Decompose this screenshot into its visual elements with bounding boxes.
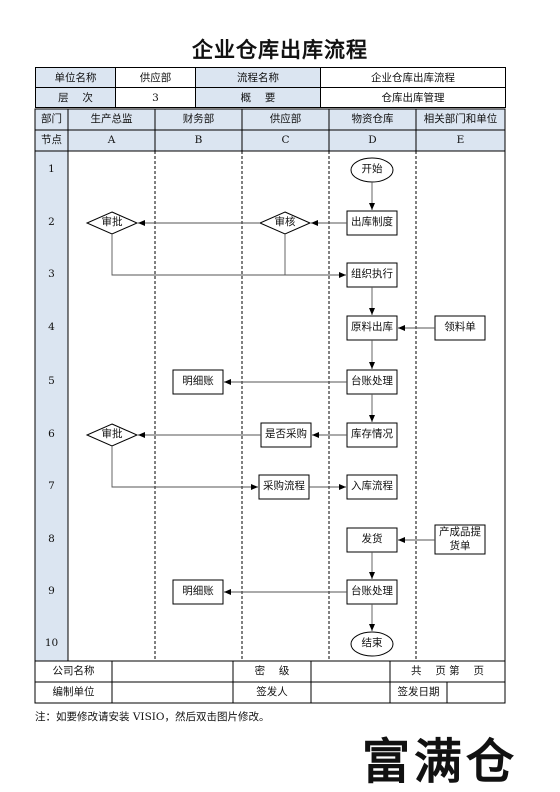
approve-label-a2: 审批 bbox=[101, 216, 123, 229]
stock-check-box bbox=[346, 422, 398, 448]
requisition-box bbox=[434, 315, 486, 341]
brand-watermark: 富满仓 bbox=[362, 734, 519, 790]
product-order-label: 产成品提货单 bbox=[439, 526, 481, 552]
lane-dept-b: 财务部 bbox=[182, 112, 215, 125]
end-node bbox=[350, 631, 394, 657]
lane-dept-d: 物资仓库 bbox=[351, 112, 394, 125]
end-label: 结束 bbox=[361, 637, 383, 650]
overview-label: 概 要 bbox=[195, 87, 321, 108]
lane-code-a: A bbox=[107, 133, 116, 146]
product-order-box bbox=[434, 524, 486, 555]
lane-code-d: D bbox=[368, 133, 377, 146]
detail-box-2 bbox=[172, 579, 224, 605]
secret-label: 密 级 bbox=[254, 664, 290, 677]
lane-dept-e: 相关部门和单位 bbox=[423, 112, 498, 125]
ledger-box-1 bbox=[346, 369, 398, 395]
lane-dept-a: 生产总监 bbox=[90, 112, 133, 125]
row-number: 8 bbox=[48, 533, 55, 546]
company-label: 公司名称 bbox=[52, 664, 95, 677]
purchase-flow-box bbox=[258, 474, 310, 500]
row-number: 1 bbox=[48, 163, 55, 176]
ledger-label-1: 台账处理 bbox=[351, 375, 393, 388]
row-number: 6 bbox=[48, 428, 55, 441]
page-label: 共 页 第 页 bbox=[410, 664, 484, 677]
edit-note: 注：如要修改请安装 VISIO，然后双击图片修改。 bbox=[35, 711, 270, 723]
detail-label-2: 明细账 bbox=[182, 585, 214, 598]
need-purchase-box bbox=[260, 422, 312, 448]
info-table: 单位名称 供应部 流程名称 企业仓库出库流程 层 次 3 概 要 仓库出库管理 bbox=[35, 67, 506, 108]
editor-label: 编制单位 bbox=[52, 685, 95, 698]
detail-box-1 bbox=[172, 369, 224, 395]
material-out-label: 原料出库 bbox=[351, 321, 393, 334]
start-label: 开始 bbox=[361, 163, 383, 176]
need-purchase-label: 是否采购 bbox=[265, 428, 307, 441]
arrow-approve-purchaseflow bbox=[111, 446, 258, 490]
ledger-label-2: 台账处理 bbox=[351, 585, 393, 598]
row-number: 7 bbox=[48, 480, 55, 493]
row-number: 2 bbox=[48, 216, 55, 229]
level-label: 层 次 bbox=[35, 87, 116, 108]
inbound-flow-label: 入库流程 bbox=[351, 480, 393, 493]
approve-label-a6: 审批 bbox=[101, 428, 123, 441]
lane-code-c: C bbox=[281, 133, 290, 146]
issue-date-label: 签发日期 bbox=[397, 685, 440, 698]
row-number: 5 bbox=[48, 375, 55, 388]
overview-value: 仓库出库管理 bbox=[320, 87, 506, 108]
outbound-policy-label: 出库制度 bbox=[351, 216, 393, 229]
lane-code-b: B bbox=[194, 133, 203, 146]
row-number: 9 bbox=[48, 585, 55, 598]
material-out-box bbox=[346, 315, 398, 341]
row-number: 10 bbox=[44, 637, 59, 650]
arrow-approve-organize bbox=[111, 234, 346, 278]
inbound-flow-box bbox=[346, 474, 398, 500]
node-header-label: 节点 bbox=[41, 133, 62, 146]
detail-label-1: 明细账 bbox=[182, 375, 214, 388]
stock-check-label: 库存情况 bbox=[351, 428, 393, 441]
organize-box bbox=[346, 262, 398, 288]
ledger-box-2 bbox=[346, 579, 398, 605]
lane-dept-c: 供应部 bbox=[269, 112, 302, 125]
requisition-label: 领料单 bbox=[444, 321, 476, 334]
issuer-label: 签发人 bbox=[256, 685, 288, 698]
page-title: 企业仓库出库流程 bbox=[192, 37, 368, 62]
organize-label: 组织执行 bbox=[351, 268, 393, 281]
outbound-policy-box bbox=[346, 210, 398, 236]
purchase-flow-label: 采购流程 bbox=[263, 480, 305, 493]
review-label-c2: 审核 bbox=[274, 216, 296, 229]
row-number: 3 bbox=[48, 268, 55, 281]
lane-code-e: E bbox=[456, 133, 465, 146]
dept-header-label: 部门 bbox=[41, 112, 62, 125]
ship-label: 发货 bbox=[361, 533, 383, 546]
row-number: 4 bbox=[48, 321, 55, 334]
level-value: 3 bbox=[115, 87, 196, 108]
